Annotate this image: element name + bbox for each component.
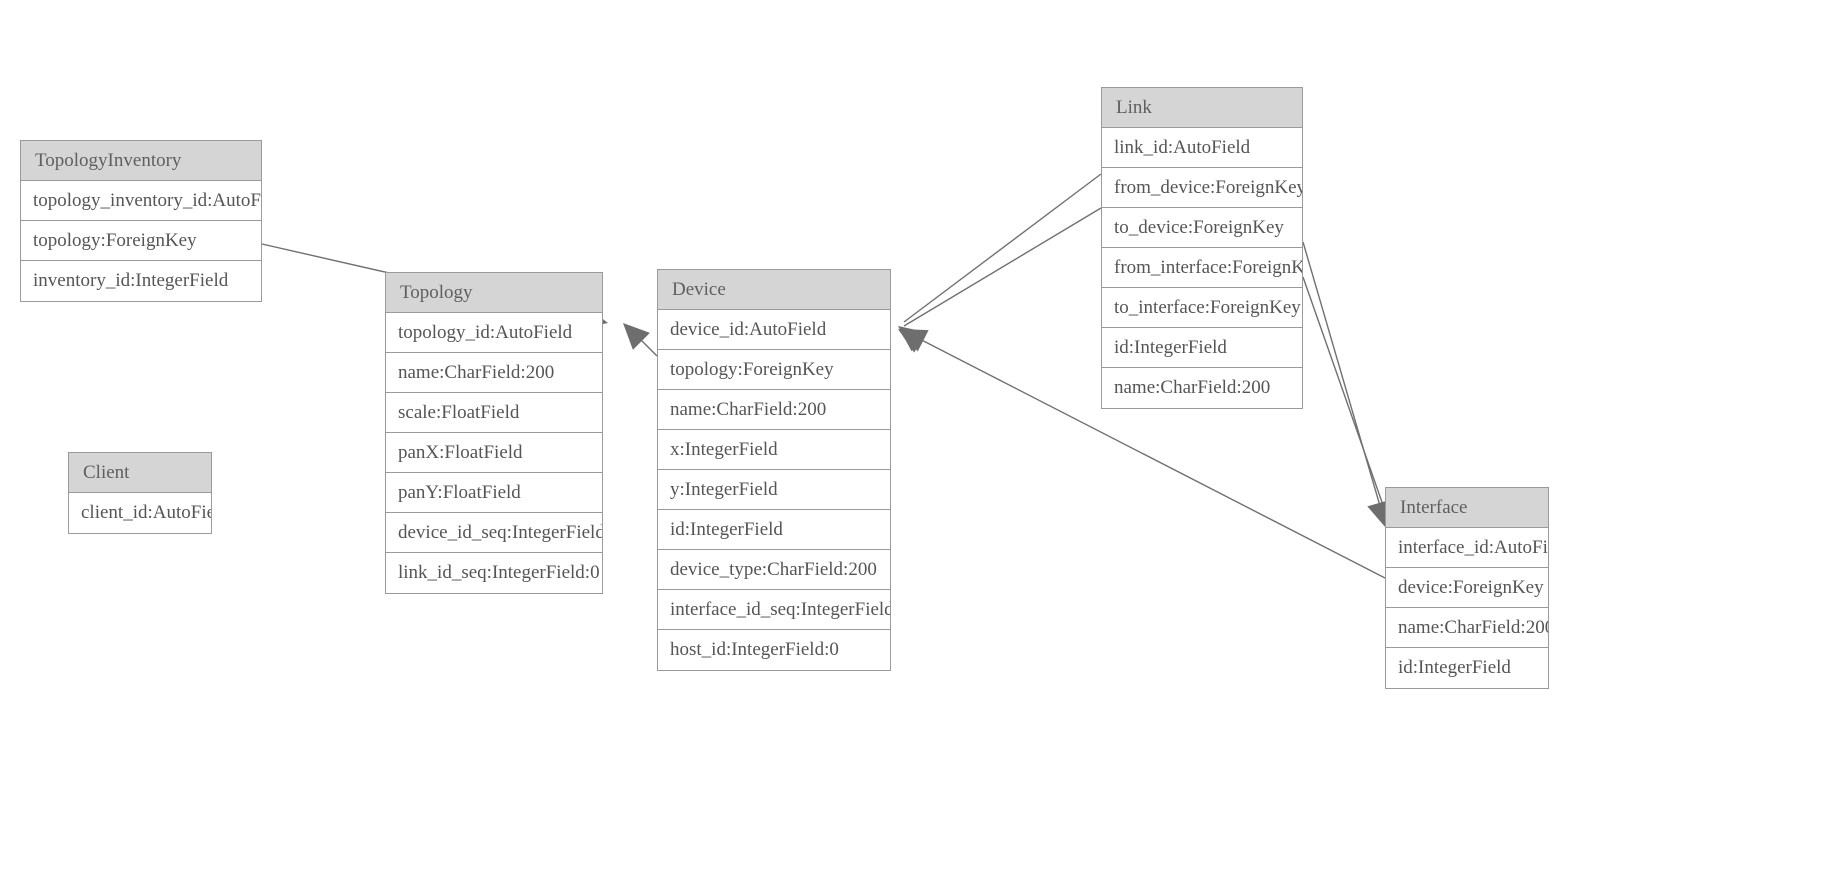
entity-field: host_id:IntegerField:0 bbox=[658, 630, 890, 670]
entity-field: y:IntegerField bbox=[658, 470, 890, 510]
entity-field: link_id:AutoField bbox=[1102, 128, 1302, 168]
relationship-line bbox=[903, 207, 1102, 327]
entity-field: id:IntegerField bbox=[658, 510, 890, 550]
entity-field: device_type:CharField:200 bbox=[658, 550, 890, 590]
entity-title-client: Client bbox=[69, 453, 211, 493]
entity-field: topology:ForeignKey bbox=[21, 221, 261, 261]
relationship-arrowhead bbox=[898, 326, 926, 352]
rel-link-from-device bbox=[898, 173, 1102, 352]
entity-field: x:IntegerField bbox=[658, 430, 890, 470]
entity-title-link: Link bbox=[1102, 88, 1302, 128]
entity-field: name:CharField:200 bbox=[386, 353, 602, 393]
entity-field: id:IntegerField bbox=[1386, 648, 1548, 688]
relationship-arrowhead bbox=[900, 329, 929, 352]
entity-field: to_interface:ForeignKey bbox=[1102, 288, 1302, 328]
entity-field: topology:ForeignKey bbox=[658, 350, 890, 390]
entity-field: to_device:ForeignKey bbox=[1102, 208, 1302, 248]
entity-field: scale:FloatField bbox=[386, 393, 602, 433]
entity-field: name:CharField:200 bbox=[1102, 368, 1302, 408]
entity-title-device: Device bbox=[658, 270, 890, 310]
entity-title-topology: Topology bbox=[386, 273, 602, 313]
entity-field: topology_id:AutoField bbox=[386, 313, 602, 353]
relationship-line bbox=[903, 173, 1102, 323]
entity-field: interface_id:AutoField bbox=[1386, 528, 1548, 568]
entity-title-topology_inventory: TopologyInventory bbox=[21, 141, 261, 181]
entity-interface[interactable]: Interfaceinterface_id:AutoFielddevice:Fo… bbox=[1385, 487, 1549, 689]
rel-link-to-device bbox=[898, 207, 1102, 353]
entity-field: from_interface:ForeignKey bbox=[1102, 248, 1302, 288]
entity-field: id:IntegerField bbox=[1102, 328, 1302, 368]
entity-field: client_id:AutoField bbox=[69, 493, 211, 533]
entity-field: panX:FloatField bbox=[386, 433, 602, 473]
entity-field: topology_inventory_id:AutoField bbox=[21, 181, 261, 221]
entity-field: device_id_seq:IntegerField:0 bbox=[386, 513, 602, 553]
entity-field: interface_id_seq:IntegerField:0 bbox=[658, 590, 890, 630]
relationship-line bbox=[626, 325, 658, 357]
entity-field: from_device:ForeignKey bbox=[1102, 168, 1302, 208]
entity-field: device_id:AutoField bbox=[658, 310, 890, 350]
rel-link-from-interface bbox=[1302, 241, 1391, 528]
relationship-line bbox=[1302, 276, 1391, 526]
relationship-arrowhead bbox=[898, 329, 927, 353]
entity-field: link_id_seq:IntegerField:0 bbox=[386, 553, 602, 593]
entity-field: device:ForeignKey bbox=[1386, 568, 1548, 608]
entity-field: name:CharField:200 bbox=[1386, 608, 1548, 648]
entity-field: panY:FloatField bbox=[386, 473, 602, 513]
relationship-line bbox=[1302, 241, 1386, 524]
rel-device-topology bbox=[623, 323, 658, 357]
entity-field: name:CharField:200 bbox=[658, 390, 890, 430]
entity-title-interface: Interface bbox=[1386, 488, 1548, 528]
entity-field: inventory_id:IntegerField bbox=[21, 261, 261, 301]
relationship-arrowhead bbox=[623, 323, 650, 350]
